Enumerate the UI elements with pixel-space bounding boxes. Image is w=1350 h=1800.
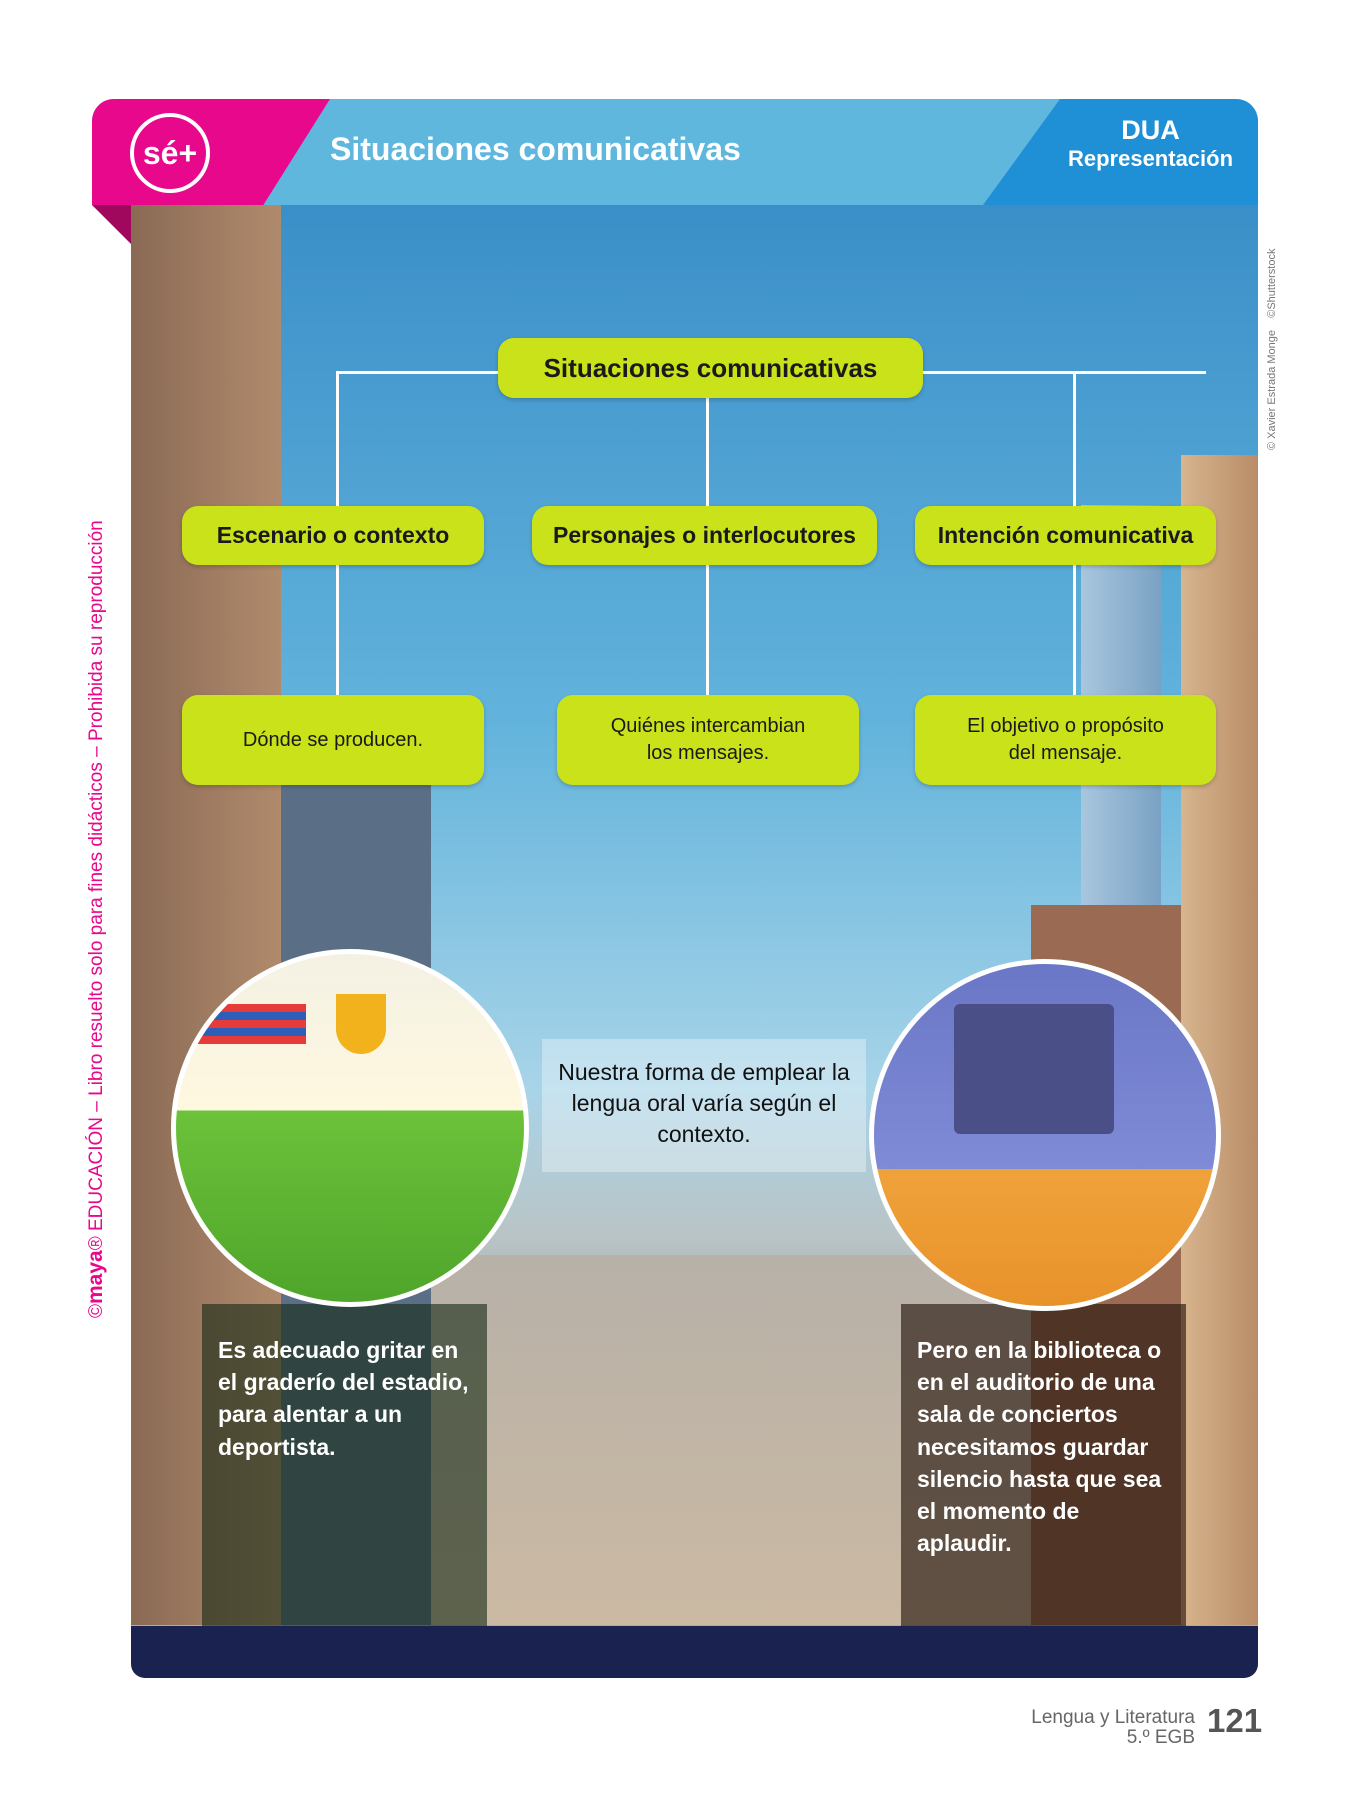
credit-author: © Xavier Estrada Monge: [1266, 330, 1278, 450]
desc-intention: El objetivo o propósito del mensaje.: [915, 695, 1216, 785]
maya-logo: maya: [84, 1250, 107, 1304]
trophy-icon: [336, 994, 386, 1054]
copyright-text: EDUCACIÓN – Libro resuelto solo para fin…: [86, 520, 107, 1231]
photo-credit: © Xavier Estrada Monge ©Shutterstock: [1266, 249, 1278, 450]
connector: [1073, 371, 1076, 511]
stadium-caption: Es adecuado gritar en el graderío del es…: [202, 1304, 487, 1626]
connector: [336, 565, 339, 695]
desc-characters: Quiénes intercambian los mensajes.: [557, 695, 859, 785]
connector: [921, 371, 1206, 374]
flag-icon: [196, 1004, 306, 1044]
connector: [336, 371, 339, 511]
branch-scenario: Escenario o contexto: [182, 506, 484, 565]
subject-name: Lengua y Literatura: [1031, 1707, 1195, 1728]
credit-source: ©Shutterstock: [1266, 248, 1278, 318]
copyright-symbol: ©: [86, 1304, 107, 1318]
header-fold: [92, 205, 132, 245]
section-title: Situaciones comunicativas: [330, 131, 741, 167]
library-caption: Pero en la biblioteca o en el auditorio …: [901, 1304, 1186, 1626]
context-caption: Nuestra forma de emplear la lengua oral …: [542, 1039, 866, 1172]
dua-title: DUA: [1121, 115, 1180, 145]
bookshelf: [954, 1004, 1114, 1134]
se-plus-logo: sé+: [130, 113, 210, 193]
connector: [336, 371, 506, 374]
root-concept: Situaciones comunicativas: [498, 338, 923, 398]
footer-subject: Lengua y Literatura 5.º EGB: [1031, 1708, 1195, 1748]
branch-intention: Intención comunicativa: [915, 506, 1216, 565]
desc-scenario: Dónde se producen.: [182, 695, 484, 785]
header-pink-tab: [92, 99, 330, 205]
library-kids-image: [869, 959, 1221, 1311]
dua-badge: DUA Representación: [983, 99, 1258, 205]
building-right: [1181, 455, 1258, 1625]
section-header: sé+ Situaciones comunicativas DUA Repres…: [92, 99, 1258, 205]
branch-characters: Personajes o interlocutores: [532, 506, 877, 565]
connector: [1073, 565, 1076, 695]
street-illustration: Situaciones comunicativas Escenario o co…: [131, 205, 1258, 1678]
page-number: 121: [1207, 1702, 1263, 1739]
copyright-note: ©maya® EDUCACIÓN – Libro resuelto solo p…: [84, 520, 107, 1318]
bottom-band: [131, 1626, 1258, 1678]
grade-level: 5.º EGB: [1126, 1726, 1195, 1748]
stadium-kids-image: [171, 949, 529, 1307]
dua-subtitle: Representación: [1067, 146, 1234, 171]
